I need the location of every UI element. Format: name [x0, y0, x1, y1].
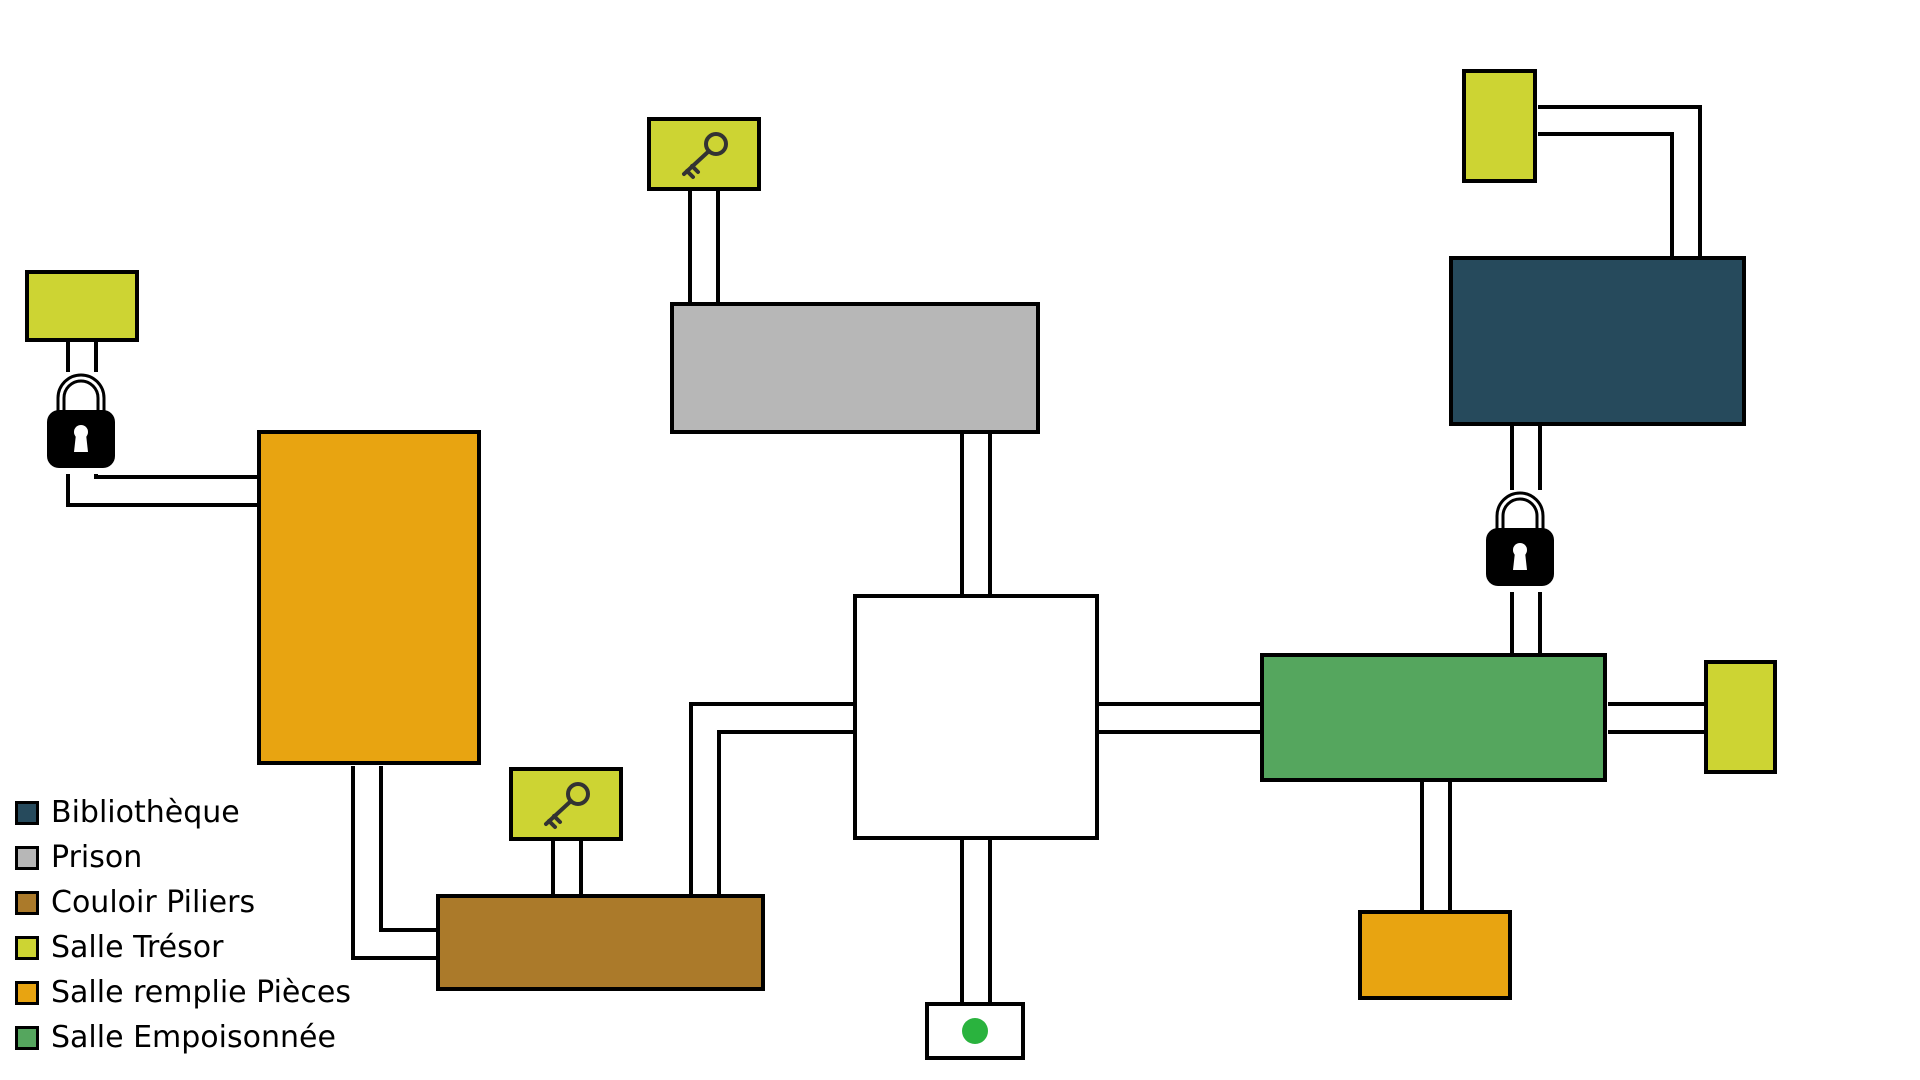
legend-label: Bibliothèque: [51, 795, 240, 830]
room-central-hub: [853, 594, 1099, 840]
corridor-hub-poison: [1098, 702, 1262, 734]
legend-item: Salle Trésor: [15, 925, 351, 970]
corridor-couloir-hub-inner: [717, 730, 855, 896]
legend-label: Salle Trésor: [51, 930, 224, 965]
legend-swatch: [15, 980, 39, 1005]
legend-label: Salle remplie Pièces: [51, 975, 351, 1010]
legend-item: Salle Empoisonnée: [15, 1015, 351, 1060]
room-salle-tresor-top-right: [1462, 69, 1537, 183]
padlock-icon: [44, 372, 118, 474]
legend-swatch: [15, 890, 39, 915]
corridor-treasure-library-inner: [1538, 132, 1674, 258]
legend-label: Prison: [51, 840, 143, 875]
entrance-dot-icon: [962, 1018, 988, 1044]
room-prison: [670, 302, 1040, 434]
room-salle-tresor-right: [1704, 660, 1777, 774]
corridor-pieces-couloir-inner: [379, 766, 438, 932]
legend-label: Couloir Piliers: [51, 885, 256, 920]
corridor-hub-entrance: [960, 840, 992, 1004]
corridor-treasure-left-inner: [94, 342, 259, 479]
corridor-treasure-library: [1538, 105, 1702, 258]
key-icon: [544, 782, 590, 829]
room-bibliotheque: [1449, 256, 1746, 426]
legend-item: Bibliothèque: [15, 790, 351, 835]
legend-item: Salle remplie Pièces: [15, 970, 351, 1015]
room-salle-remplie-pieces-bottom: [1358, 910, 1512, 1000]
corridor-poison-treasure: [1608, 702, 1706, 734]
corridor-pieces-couloir: [351, 766, 438, 960]
legend-item: Couloir Piliers: [15, 880, 351, 925]
legend-item: Prison: [15, 835, 351, 880]
rooms: [25, 69, 1777, 1060]
corridor-poison-pieces: [1420, 782, 1452, 912]
room-couloir-piliers: [436, 894, 765, 991]
corridor-key-prison: [688, 189, 720, 304]
locks: [44, 372, 1557, 592]
room-salle-tresor-top-left: [25, 270, 139, 342]
corridor-key-couloir: [551, 839, 583, 896]
padlock-icon: [1483, 490, 1557, 592]
corridors: [66, 105, 1706, 1004]
legend-swatch: [15, 800, 39, 825]
corridor-prison-hub: [960, 434, 992, 596]
legend-swatch: [15, 1025, 39, 1050]
legend-swatch: [15, 935, 39, 960]
legend-swatch: [15, 845, 39, 870]
room-salle-remplie-pieces-left: [257, 430, 481, 765]
room-salle-empoisonnee: [1260, 653, 1607, 782]
corridor-couloir-hub: [689, 702, 855, 896]
key-icon: [682, 132, 728, 179]
legend-label: Salle Empoisonnée: [51, 1020, 336, 1055]
